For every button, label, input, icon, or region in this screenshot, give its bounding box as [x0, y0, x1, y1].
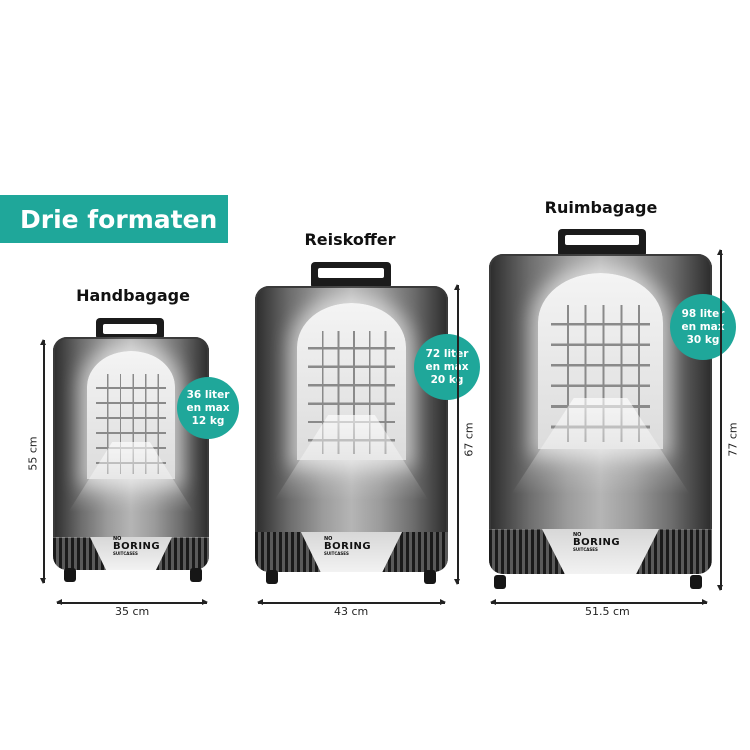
- wheel: [266, 570, 278, 584]
- width-dimension-line: [257, 599, 446, 605]
- suitcase-body-image: [53, 337, 209, 570]
- suitcase-title-ruimbagage: Ruimbagage: [544, 198, 658, 217]
- wheel: [494, 575, 506, 589]
- formats-banner: Drie formaten: [0, 195, 228, 243]
- width-label-ruimbagage: 51.5 cm: [585, 605, 630, 618]
- height-dimension-line: [717, 249, 723, 591]
- suitcase-body-image: [255, 286, 448, 572]
- suitcase-body-image: [489, 254, 712, 574]
- height-label-handbagage: 55 cm: [26, 436, 40, 471]
- height-dimension-line: [40, 339, 46, 584]
- height-label-reiskoffer: 67 cm: [462, 422, 476, 457]
- width-label-reiskoffer: 43 cm: [334, 605, 369, 618]
- wheel: [64, 568, 76, 582]
- width-dimension-line: [56, 599, 208, 605]
- width-dimension-line: [490, 599, 708, 605]
- suitcase-handle: [96, 318, 164, 340]
- height-dimension-line: [454, 284, 460, 585]
- suitcase-handle: [558, 229, 646, 257]
- height-label-ruimbagage: 77 cm: [726, 422, 740, 457]
- suitcase-title-handbagage: Handbagage: [76, 286, 190, 305]
- suitcase-title-reiskoffer: Reiskoffer: [304, 230, 396, 249]
- suitcase-handle: [311, 262, 391, 289]
- wheel: [424, 570, 436, 584]
- wheel: [190, 568, 202, 582]
- wheel: [690, 575, 702, 589]
- width-label-handbagage: 35 cm: [115, 605, 150, 618]
